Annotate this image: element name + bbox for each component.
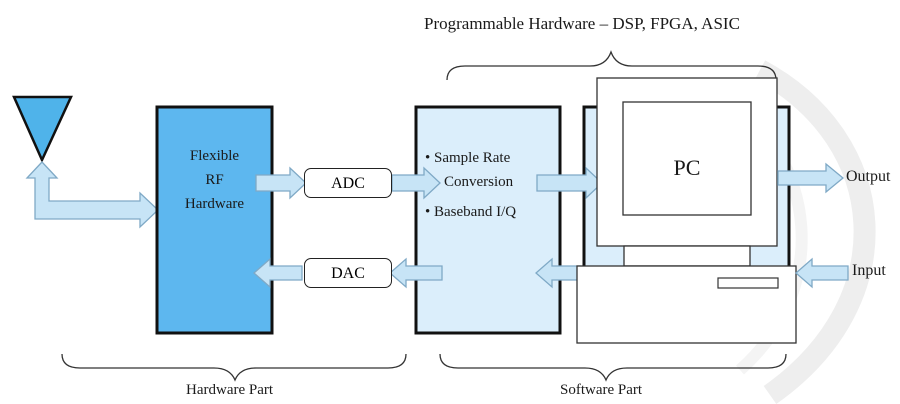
hardware-part-brace (61, 353, 407, 382)
rf-line-1: Flexible (189, 148, 240, 164)
processing-item-continuation: Conversion (444, 174, 514, 190)
arrow-processing-to-pc (536, 166, 603, 200)
output-label: Output (846, 168, 891, 185)
top-brace (446, 50, 777, 81)
processing-items: Sample Rate (425, 146, 510, 170)
pc-screen (622, 101, 752, 216)
background-swirl (754, 60, 876, 404)
antenna-icon (12, 95, 73, 164)
software-part-brace (439, 353, 787, 382)
rf-line-3: Hardware (184, 196, 245, 212)
hardware-part-label: Hardware Part (186, 382, 274, 398)
software-part-label: Software Part (560, 382, 643, 398)
arrow-rf-to-adc (255, 166, 307, 200)
pc-label: PC (673, 155, 701, 180)
arrow-processing-to-dac (389, 257, 443, 289)
diagram-title: Programmable Hardware – DSP, FPGA, ASIC (424, 14, 740, 33)
input-label: Input (852, 262, 886, 279)
pc-drive-slot (717, 277, 779, 289)
arrow-dac-to-rf (253, 257, 303, 289)
arrow-pc-to-processing (535, 257, 581, 289)
arrow-input (795, 257, 849, 289)
rf-hardware-label: Flexible RF Hardware (157, 144, 272, 216)
arrow-adc-to-processing (391, 166, 441, 200)
rf-hardware-block (155, 105, 274, 335)
dac-block: DAC (304, 258, 392, 288)
processing-item: Sample Rate (425, 146, 510, 170)
rf-line-2: RF (205, 172, 224, 188)
arrow-output (777, 162, 845, 194)
processing-item: Baseband I/Q (425, 200, 516, 224)
adc-block: ADC (304, 168, 392, 198)
antenna-feed-arrow (25, 161, 159, 229)
processing-items-2: Baseband I/Q (425, 200, 516, 224)
pc-neck (623, 245, 751, 267)
